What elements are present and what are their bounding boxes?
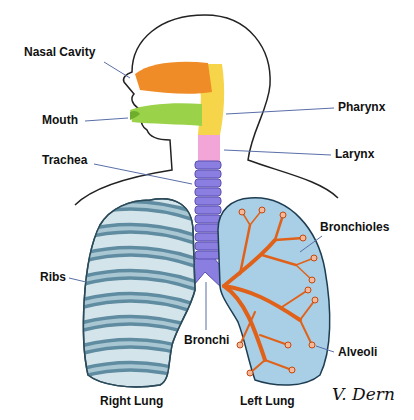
part-label: Bronchioles <box>318 220 391 234</box>
artist-signature: V. Dern <box>330 384 397 404</box>
part-label: Ribs <box>38 270 68 284</box>
right-lung-outline <box>84 199 195 387</box>
part-label: Pharynx <box>336 100 387 114</box>
leader-lines <box>69 62 334 352</box>
bronchiole-tree <box>224 210 315 373</box>
left-lung-shape <box>218 198 330 385</box>
alveoli-dots <box>237 207 318 376</box>
nasal-cavity-shape <box>135 62 212 94</box>
part-label: Mouth <box>40 113 80 127</box>
part-label: Alveoli <box>336 345 379 359</box>
part-label: Right Lung <box>98 394 165 408</box>
part-label: Bronchi <box>182 333 231 347</box>
mouth-shape <box>130 103 202 126</box>
part-label: Trachea <box>40 153 89 167</box>
body-outline <box>75 15 338 205</box>
lips-shape <box>130 111 140 120</box>
part-label: Nasal Cavity <box>22 45 97 59</box>
rib-bands <box>80 205 200 379</box>
larynx-shape <box>198 135 220 161</box>
part-label: Left Lung <box>238 394 297 408</box>
part-label: Larynx <box>333 147 376 161</box>
trachea-rings <box>195 161 221 259</box>
